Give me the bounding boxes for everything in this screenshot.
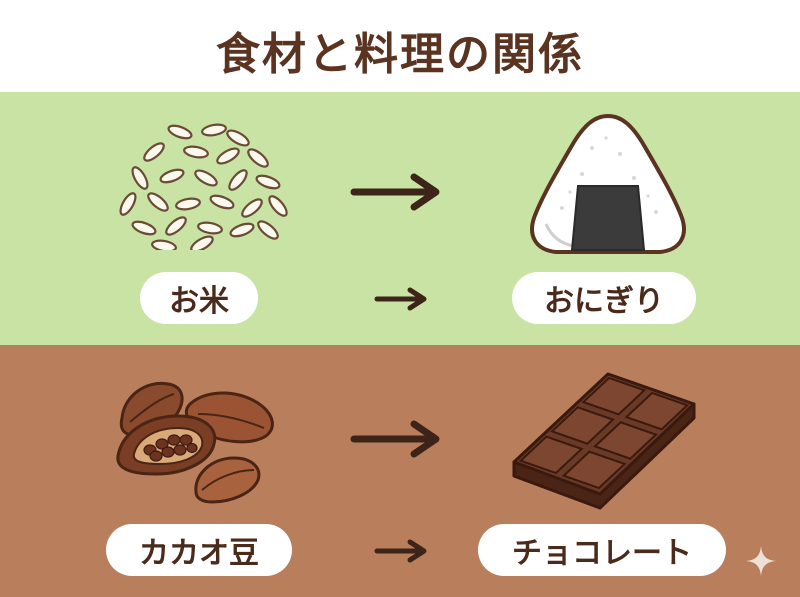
rice-grain xyxy=(190,235,214,250)
rice-grain xyxy=(226,129,250,147)
dish-text: おにぎり xyxy=(544,284,664,319)
rice-grain xyxy=(201,123,227,137)
arrow-right-icon xyxy=(374,287,427,311)
chocolate-square xyxy=(593,421,658,460)
rice-grain xyxy=(241,198,263,218)
rice-grain xyxy=(247,148,269,168)
chocolate-square xyxy=(581,376,647,416)
cacao-beans-icon xyxy=(116,381,274,504)
rice-grain xyxy=(159,168,185,184)
rice-grain xyxy=(147,192,169,212)
rice-grain xyxy=(183,145,209,159)
arrow-right-icon xyxy=(350,420,440,458)
rice-grain xyxy=(167,124,193,140)
rice-grain xyxy=(216,147,240,165)
rice-grain xyxy=(175,197,201,211)
ingredient-text: お米 xyxy=(169,284,229,319)
chocolate-square xyxy=(550,406,615,445)
rice-grain xyxy=(257,220,279,240)
rice-grain xyxy=(255,174,281,190)
chocolate-square xyxy=(518,435,584,475)
chocolate-square xyxy=(624,391,690,431)
ingredient-text: カカオ豆 xyxy=(139,536,259,571)
rice-grain xyxy=(194,169,218,187)
rice-grain xyxy=(131,220,157,236)
rice-grains-icon xyxy=(119,123,288,250)
title-bar: 食材と料理の関係 xyxy=(0,0,800,92)
arrow-right-icon xyxy=(374,539,427,563)
dish-text: チョコレート xyxy=(512,536,692,571)
rice-grain xyxy=(229,222,255,238)
chocolate-square xyxy=(561,450,627,490)
dish-label-chocolate: チョコレート xyxy=(478,524,726,576)
sparkle-icon xyxy=(746,546,776,576)
rice-grain xyxy=(151,239,177,250)
ingredient-label-cacao: カカオ豆 xyxy=(106,524,292,576)
rice-grain xyxy=(228,169,248,191)
rice-grain xyxy=(268,195,288,217)
chocolate-bar-icon xyxy=(512,372,696,510)
rice-grain xyxy=(197,221,223,235)
rice-grain xyxy=(209,194,235,210)
dish-label-onigiri: おにぎり xyxy=(512,272,696,324)
rice-grain xyxy=(143,142,165,162)
rice-grain xyxy=(119,192,137,216)
ingredient-label-rice: お米 xyxy=(140,272,258,324)
page-title: 食材と料理の関係 xyxy=(216,29,584,80)
arrow-right-icon xyxy=(350,173,440,211)
onigiri-icon xyxy=(530,113,686,254)
rice-grain xyxy=(165,216,187,236)
rice-grain xyxy=(131,166,149,190)
